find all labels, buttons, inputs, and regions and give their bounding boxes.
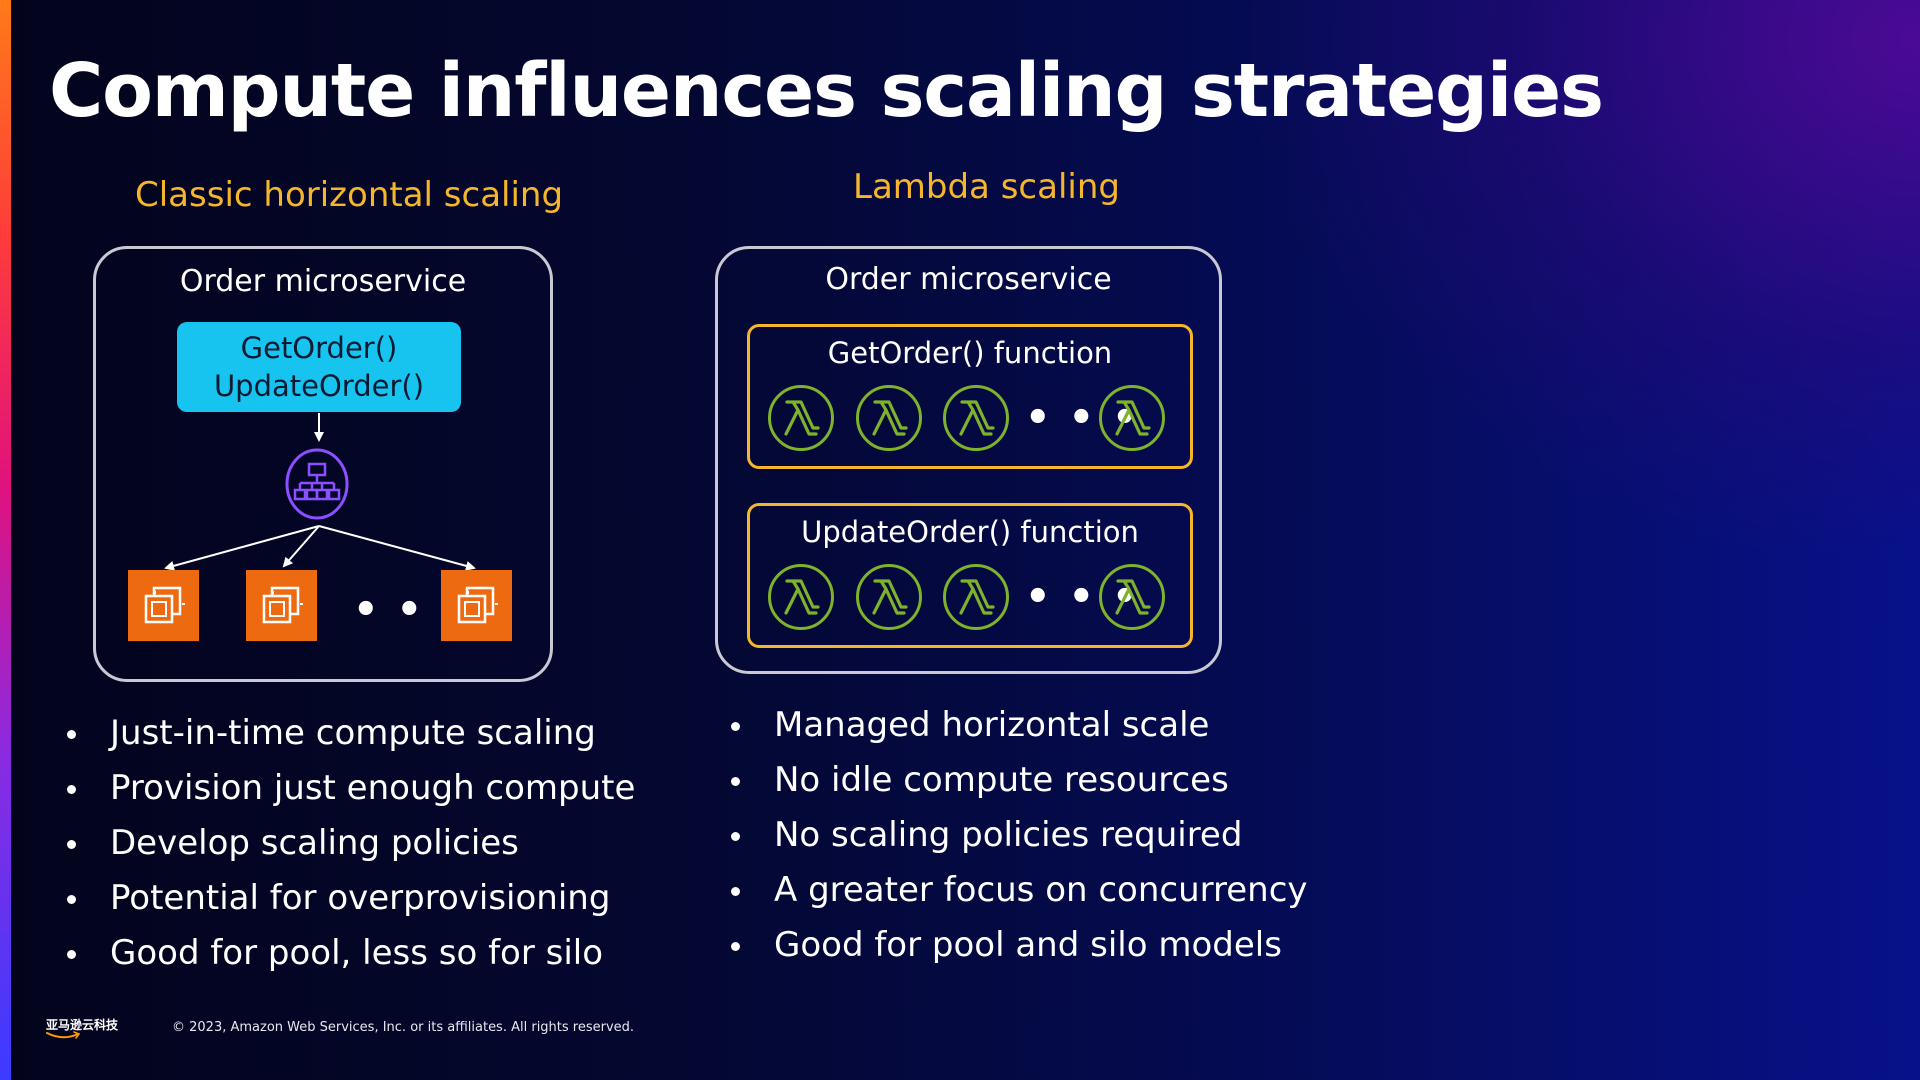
lambda-icon xyxy=(768,564,834,630)
slide-title: Compute influences scaling strategies xyxy=(49,48,1604,134)
right-bullet-list: Managed horizontal scale No idle compute… xyxy=(731,698,1308,973)
bullet-dot xyxy=(67,730,76,739)
getorder-function-box xyxy=(747,324,1193,469)
list-item: A greater focus on concurrency xyxy=(731,863,1308,918)
list-item: Potential for overprovisioning xyxy=(67,871,635,926)
list-item: Good for pool, less so for silo xyxy=(67,926,635,981)
list-item: Provision just enough compute xyxy=(67,761,636,816)
right-panel-label: Order microservice xyxy=(825,262,1112,297)
left-bullet-list: Just-in-time compute scaling Provision j… xyxy=(67,706,636,981)
bullet-dot xyxy=(731,832,740,841)
lambda-icon xyxy=(1099,385,1165,451)
load-balancer-icon xyxy=(284,447,350,521)
lambda-icon xyxy=(943,385,1009,451)
lambda-icon xyxy=(1099,564,1165,630)
getorder-function-label: GetOrder() function xyxy=(827,336,1113,370)
bullet-dot xyxy=(731,942,740,951)
bullet-text: Just-in-time compute scaling xyxy=(110,713,596,753)
updateorder-function-label: UpdateOrder() function xyxy=(801,515,1139,549)
bullet-dot xyxy=(731,722,740,731)
lambda-icon xyxy=(856,564,922,630)
bullet-text: Provision just enough compute xyxy=(110,768,636,808)
bullet-dot xyxy=(67,840,76,849)
left-panel xyxy=(93,246,553,682)
list-item: Just-in-time compute scaling xyxy=(67,706,635,761)
bullet-text: Develop scaling policies xyxy=(110,823,519,863)
ec2-instance-icon xyxy=(128,570,199,641)
list-item: No scaling policies required xyxy=(731,808,1308,863)
right-heading: Lambda scaling xyxy=(853,167,1120,207)
lambda-icon xyxy=(768,385,834,451)
code-line-updateorder: UpdateOrder() xyxy=(213,369,425,403)
bullet-text: A greater focus on concurrency xyxy=(774,870,1308,910)
aws-logo-text: 亚马逊云科技 xyxy=(46,1018,119,1032)
bullet-dot xyxy=(67,895,76,904)
lambda-icon xyxy=(943,564,1009,630)
copyright-text: © 2023, Amazon Web Services, Inc. or its… xyxy=(172,1020,635,1035)
list-item: Develop scaling policies xyxy=(67,816,635,871)
bullet-dot xyxy=(731,777,740,786)
bullet-dot xyxy=(67,950,76,959)
bullet-text: Managed horizontal scale xyxy=(774,705,1210,745)
right-panel xyxy=(715,246,1222,674)
lambda-icon xyxy=(856,385,922,451)
bullet-dot xyxy=(67,785,76,794)
list-item: No idle compute resources xyxy=(731,753,1308,808)
updateorder-function-box xyxy=(747,503,1193,648)
list-item: Good for pool and silo models xyxy=(731,918,1308,973)
left-heading: Classic horizontal scaling xyxy=(135,175,564,215)
code-box: GetOrder() UpdateOrder() xyxy=(177,322,461,412)
aws-smile-icon xyxy=(46,1031,81,1039)
ec2-instance-icon xyxy=(441,570,512,641)
bullet-text: No idle compute resources xyxy=(774,760,1229,800)
bullet-text: No scaling policies required xyxy=(774,815,1243,855)
ec2-instance-icon xyxy=(246,570,317,641)
bullet-dot xyxy=(731,887,740,896)
bullet-text: Good for pool, less so for silo xyxy=(110,933,604,973)
code-line-getorder: GetOrder() xyxy=(240,331,398,365)
bullet-text: Good for pool and silo models xyxy=(774,925,1282,965)
list-item: Managed horizontal scale xyxy=(731,698,1308,753)
left-panel-label: Order microservice xyxy=(179,264,467,299)
accent-bar xyxy=(0,0,11,1080)
bullet-text: Potential for overprovisioning xyxy=(110,878,611,918)
